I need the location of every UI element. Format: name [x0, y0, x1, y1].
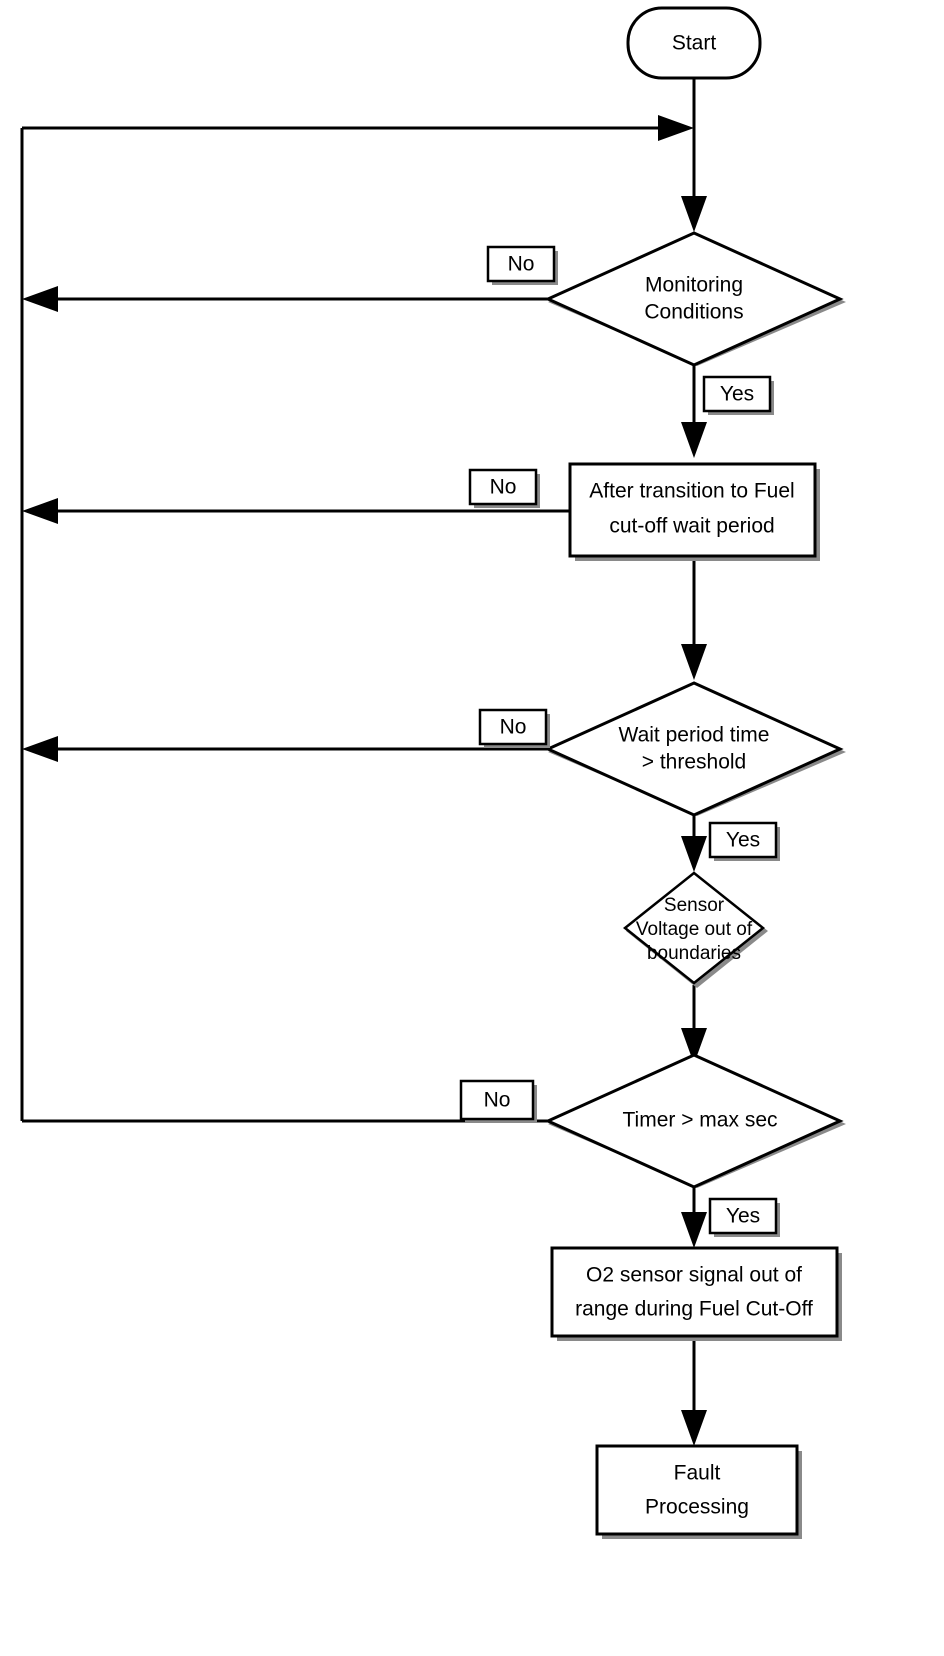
- o2-signal-out-of-range-line-2: range during Fuel Cut-Off: [575, 1298, 813, 1321]
- wait-period-threshold-line-1: Wait period time: [619, 724, 770, 747]
- no-monitoring-text: No: [508, 253, 535, 276]
- no-timer-text: No: [484, 1089, 511, 1112]
- sensor-voltage-boundaries-line-3: boundaries: [647, 943, 741, 964]
- edge-label-yes-monitoring: Yes: [702, 375, 774, 415]
- fault-processing-line-2: Processing: [645, 1496, 749, 1519]
- no-wait-period-box: [478, 708, 548, 746]
- node-start[interactable]: Start: [626, 6, 762, 80]
- connector-loop-top-return: [22, 115, 694, 141]
- fuel-cutoff-wait-line-1: After transition to Fuel: [589, 480, 794, 503]
- edge-label-no-fuel-cutoff: No: [468, 468, 540, 508]
- monitoring-conditions-shape: [544, 231, 844, 367]
- node-timer-max-sec[interactable]: Timer > max sec: [544, 1053, 846, 1189]
- no-monitoring-box: [486, 245, 556, 283]
- connector-wait-yes: [681, 816, 707, 872]
- node-o2-signal-out-of-range[interactable]: O2 sensor signal out of range during Fue…: [550, 1246, 842, 1341]
- wait-period-threshold-line-2: > threshold: [642, 751, 747, 774]
- connector-monitoring-no: [22, 286, 553, 312]
- o2-signal-out-of-range-shape: [550, 1246, 839, 1338]
- node-fuel-cutoff-wait[interactable]: After transition to Fuel cut-off wait pe…: [568, 462, 820, 561]
- connector-fuelcutoff-no: [22, 498, 570, 524]
- connector-fuelcutoff-to-wait: [681, 558, 707, 680]
- connector-sensor-to-timer: [681, 985, 707, 1064]
- yes-wait-period-box: [708, 821, 778, 859]
- edge-label-yes-timer: Yes: [708, 1197, 780, 1237]
- start-shape: [626, 6, 762, 80]
- monitoring-conditions-line-2: Conditions: [644, 301, 743, 324]
- edge-label-no-timer: No: [459, 1079, 537, 1123]
- fault-processing-line-1: Fault: [674, 1462, 721, 1485]
- sensor-voltage-boundaries-line-2: Voltage out of: [636, 919, 753, 940]
- no-wait-period-text: No: [500, 716, 527, 739]
- connector-o2-to-fault: [681, 1340, 707, 1446]
- node-wait-period-threshold[interactable]: Wait period time > threshold: [544, 681, 846, 817]
- connector-monitoring-yes: [681, 362, 707, 458]
- connector-start-to-monitoring: [681, 78, 707, 232]
- yes-monitoring-box: [702, 375, 772, 413]
- timer-max-sec-shape: [544, 1053, 844, 1189]
- fuel-cutoff-wait-line-2: cut-off wait period: [609, 515, 774, 538]
- start-label: Start: [672, 32, 717, 55]
- edge-label-no-wait-period: No: [478, 708, 550, 748]
- no-fuel-cutoff-text: No: [490, 476, 517, 499]
- connector-wait-no: [22, 736, 553, 762]
- monitoring-conditions-line-1: Monitoring: [645, 274, 743, 297]
- yes-timer-text: Yes: [726, 1205, 760, 1228]
- fuel-cutoff-wait-shape: [568, 462, 817, 558]
- no-timer-box: [459, 1079, 535, 1121]
- yes-wait-period-text: Yes: [726, 829, 760, 852]
- o2-signal-out-of-range-line-1: O2 sensor signal out of: [586, 1264, 802, 1287]
- sensor-voltage-boundaries-line-1: Sensor: [664, 895, 725, 916]
- timer-max-sec-label: Timer > max sec: [623, 1109, 778, 1132]
- sensor-voltage-boundaries-shape: [622, 871, 766, 985]
- edge-label-no-monitoring: No: [486, 245, 558, 285]
- wait-period-threshold-shape: [544, 681, 844, 817]
- fault-processing-shape: [595, 1444, 799, 1536]
- yes-monitoring-text: Yes: [720, 383, 754, 406]
- no-fuel-cutoff-box: [468, 468, 538, 506]
- node-fault-processing[interactable]: Fault Processing: [595, 1444, 802, 1539]
- edge-label-yes-wait-period: Yes: [708, 821, 780, 861]
- yes-timer-box: [708, 1197, 778, 1235]
- node-sensor-voltage-boundaries[interactable]: Sensor Voltage out of boundaries: [622, 871, 768, 988]
- node-monitoring-conditions[interactable]: Monitoring Conditions: [544, 231, 846, 367]
